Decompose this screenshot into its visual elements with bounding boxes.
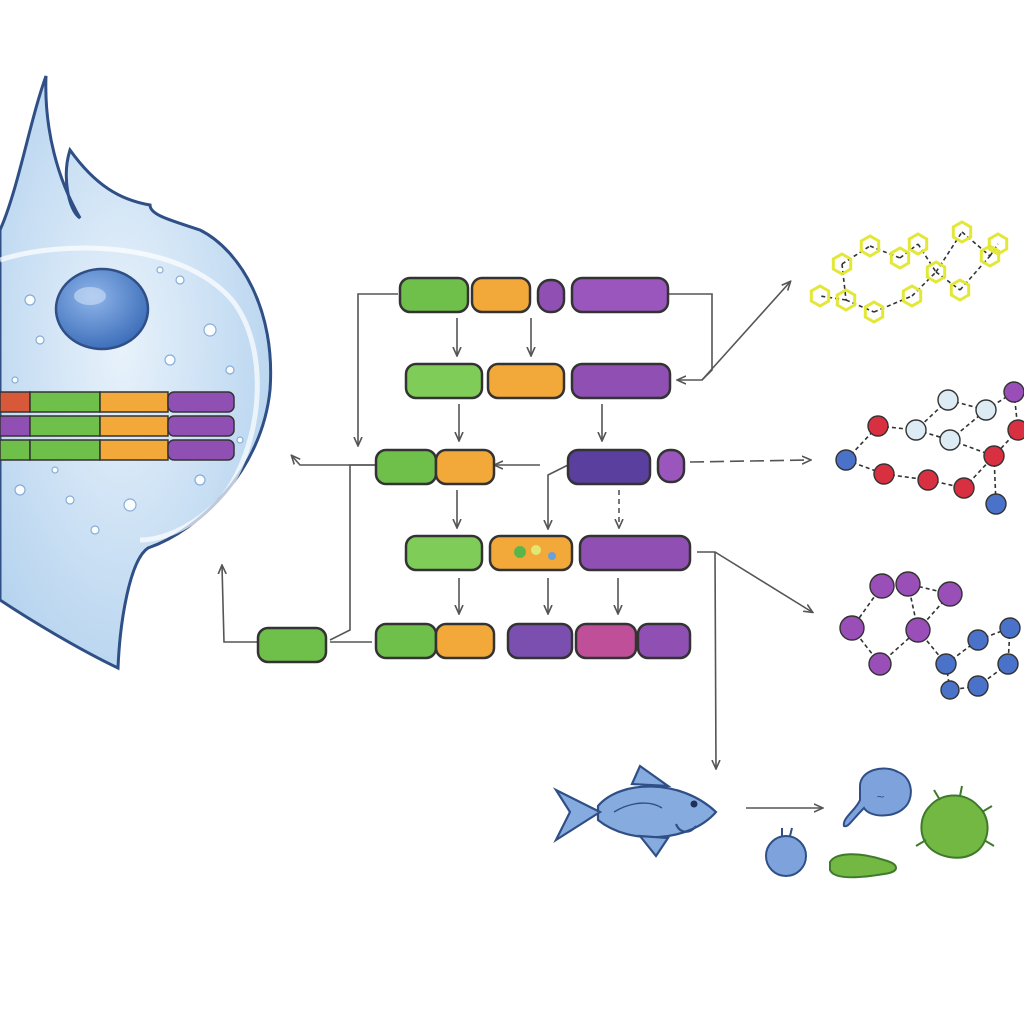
atom — [1003, 381, 1024, 403]
molecule-ring — [809, 284, 831, 308]
pathway-arrows — [222, 282, 822, 808]
molecule-ring — [859, 234, 881, 258]
cell-membrane — [0, 75, 273, 671]
svg-text:~: ~ — [876, 790, 885, 803]
atom — [867, 415, 889, 437]
violet-blue-molecule-network — [839, 571, 1021, 700]
fish — [552, 764, 718, 858]
bond — [985, 391, 1015, 411]
gene-segment-rows — [256, 276, 692, 664]
gene-row-5 — [256, 622, 692, 664]
atom — [975, 399, 997, 421]
bond — [959, 255, 991, 291]
atom — [940, 680, 960, 700]
yellow-molecule-network — [809, 220, 1009, 324]
atom — [937, 389, 959, 411]
atom — [997, 653, 1019, 675]
atom — [953, 477, 975, 499]
microbe-green-rod — [829, 853, 897, 879]
atom — [935, 653, 957, 675]
molecule-ring — [863, 300, 885, 324]
nucleus — [54, 267, 150, 351]
atom — [873, 463, 895, 485]
molecule-ring — [925, 260, 947, 284]
bond — [935, 271, 961, 291]
atom — [1007, 419, 1024, 441]
red-blue-molecule-network — [835, 381, 1024, 515]
bond — [841, 245, 871, 265]
molecule-ring — [951, 220, 973, 244]
bond — [917, 243, 937, 273]
molecule-ring — [831, 252, 853, 276]
microbe-blue-large: ~ — [842, 767, 912, 828]
atom — [905, 617, 931, 643]
atom — [869, 573, 895, 599]
cytoplasm-vesicles — [11, 266, 244, 535]
atom — [939, 429, 961, 451]
molecule-ring — [907, 232, 929, 256]
molecule-ring — [889, 246, 911, 270]
gene-row-2 — [404, 362, 672, 400]
bond — [961, 231, 991, 257]
bond — [869, 245, 901, 259]
atom — [905, 419, 927, 441]
atom — [917, 469, 939, 491]
atom — [937, 581, 963, 607]
bond — [819, 295, 847, 301]
atom — [839, 615, 865, 641]
atom — [895, 571, 921, 597]
inner-membrane — [0, 245, 260, 543]
atom — [985, 493, 1007, 515]
microbe-green-spiky — [915, 785, 995, 859]
molecule-ring — [979, 244, 1001, 268]
cell — [0, 75, 273, 671]
molecule-ring — [987, 232, 1009, 256]
microbe-blue-small — [765, 827, 807, 877]
gene-row-1 — [398, 276, 670, 314]
gene-row-3 — [374, 448, 686, 486]
bond — [935, 231, 963, 273]
molecule-ring — [835, 288, 857, 312]
bond — [845, 299, 875, 313]
atom — [835, 449, 857, 471]
atom — [868, 652, 892, 676]
atom — [983, 445, 1005, 467]
chromosome-band — [0, 391, 235, 461]
atom — [999, 617, 1021, 639]
molecule-ring — [949, 278, 971, 302]
atom — [967, 629, 989, 651]
molecule-ring — [901, 284, 923, 308]
bond — [841, 263, 847, 301]
bond — [911, 271, 937, 297]
microbes: ~ — [765, 767, 995, 879]
bond — [899, 243, 919, 259]
gene-row-4 — [404, 534, 692, 572]
atom — [967, 675, 989, 697]
